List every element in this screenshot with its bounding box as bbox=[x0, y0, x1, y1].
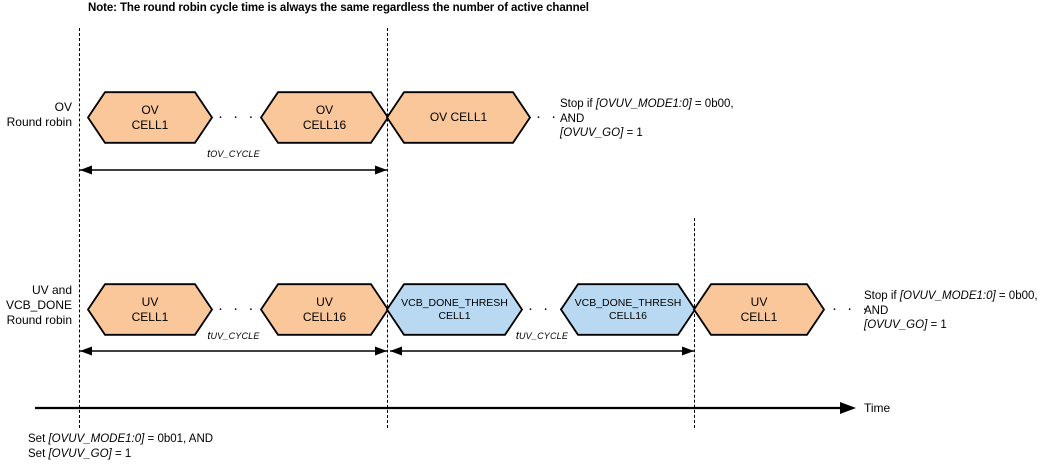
bottom-caption: Set [OVUV_MODE1:0] = 0b01, AND Set [OVUV… bbox=[28, 432, 213, 462]
hexagon-shape bbox=[692, 283, 826, 336]
uv-cycle-arrow-1 bbox=[80, 346, 387, 356]
bottom-caption-line-1: Set [OVUV_MODE1:0] = 0b01, AND bbox=[28, 433, 214, 445]
time-axis-arrow bbox=[35, 402, 856, 414]
uv-token-cell16[interactable]: UV CELL16 bbox=[259, 283, 390, 336]
ov-stop-annotation-line-2: AND bbox=[560, 112, 585, 125]
ov-row-label: OV Round robin bbox=[0, 100, 72, 130]
bottom-caption-reg-1: [OVUV_MODE1:0] bbox=[48, 433, 145, 445]
uv-cycle-label-2-prefix: t bbox=[515, 330, 519, 342]
hexagon-shape bbox=[385, 91, 532, 144]
guide-line-start bbox=[79, 28, 80, 428]
uv-row-label: UV and VCB_DONE Round robin bbox=[0, 283, 72, 328]
uv-token-next-cell1[interactable]: UV CELL1 bbox=[692, 283, 826, 336]
ov-token-next-cell1[interactable]: OV CELL1 bbox=[385, 91, 532, 144]
uv-annot-reg-1: [OVUV_MODE1:0] bbox=[899, 290, 996, 302]
note-text: Note: The round robin cycle time is alwa… bbox=[88, 2, 589, 14]
uv-cycle-label-2: tUV_CYCLE bbox=[389, 330, 695, 342]
guide-line-uv-cycle-end bbox=[694, 218, 695, 428]
ov-cycle-arrow bbox=[80, 165, 387, 175]
uv-cycle-measure-2 bbox=[389, 345, 695, 357]
uv-cycle-label-2-sub: UV_CYCLE bbox=[518, 331, 569, 341]
ov-annot-reg-1: [OVUV_MODE1:0] bbox=[595, 98, 692, 110]
ov-cycle-measure bbox=[79, 164, 388, 176]
ov-annot-reg-2: [OVUV_GO] bbox=[560, 127, 624, 139]
vcb-token-cell1[interactable]: VCB_DONE_THRESH CELL1 bbox=[385, 283, 524, 336]
ov-cycle-label: tOV_CYCLE bbox=[79, 148, 388, 160]
hexagon-shape bbox=[86, 91, 214, 144]
time-axis-label: Time bbox=[864, 401, 891, 415]
bottom-caption-reg-2: [OVUV_GO] bbox=[48, 448, 112, 460]
ov-stop-annotation-line-1: Stop if [OVUV_MODE1:0] = 0b00, bbox=[560, 98, 734, 110]
hexagon-shape bbox=[259, 283, 390, 336]
uv-stop-annotation-line-1: Stop if [OVUV_MODE1:0] = 0b00, bbox=[864, 290, 1038, 302]
bottom-caption-line-2: Set [OVUV_GO] = 1 bbox=[28, 448, 132, 460]
uv-cycle-label-1-prefix: t bbox=[207, 330, 211, 342]
uv-cycle-arrow-2 bbox=[390, 346, 694, 356]
guide-line-ov-cycle-end bbox=[387, 28, 388, 428]
ov-row-label-line-1: OV bbox=[54, 100, 72, 114]
ov-ellipsis-right: · · · bbox=[536, 108, 575, 125]
uv-ellipsis-1: · · · bbox=[218, 300, 257, 317]
uv-row-label-line-2: VCB_DONE bbox=[5, 298, 72, 312]
ov-ellipsis: · · · bbox=[218, 108, 257, 125]
ov-stop-annotation: Stop if [OVUV_MODE1:0] = 0b00, AND [OVUV… bbox=[560, 97, 734, 141]
ov-token-cell16[interactable]: OV CELL16 bbox=[259, 91, 390, 144]
hexagon-shape bbox=[559, 283, 697, 336]
uv-stop-annotation-line-2: AND bbox=[864, 304, 889, 317]
uv-annot-reg-2: [OVUV_GO] bbox=[864, 319, 928, 331]
uv-stop-annotation: Stop if [OVUV_MODE1:0] = 0b00, AND [OVUV… bbox=[864, 289, 1038, 333]
uv-cycle-label-1: tUV_CYCLE bbox=[79, 330, 388, 342]
ov-cycle-label-sub: OV_CYCLE bbox=[210, 149, 260, 159]
ov-cycle-label-prefix: t bbox=[207, 148, 211, 160]
ov-row-label-line-2: Round robin bbox=[6, 115, 72, 129]
uv-row-label-line-1: UV and bbox=[31, 283, 72, 297]
time-axis bbox=[35, 401, 857, 415]
uv-stop-annotation-line-3: [OVUV_GO] = 1 bbox=[864, 319, 947, 331]
uv-token-cell1[interactable]: UV CELL1 bbox=[86, 283, 214, 336]
vcb-token-cell16[interactable]: VCB_DONE_THRESH CELL16 bbox=[559, 283, 697, 336]
uv-cycle-label-1-sub: UV_CYCLE bbox=[210, 331, 260, 341]
ov-token-cell1[interactable]: OV CELL1 bbox=[86, 91, 214, 144]
uv-ellipsis-right: · · · bbox=[832, 300, 871, 317]
uv-row-label-line-3: Round robin bbox=[6, 313, 72, 327]
uv-ellipsis-2: · · · bbox=[528, 300, 567, 317]
hexagon-shape bbox=[259, 91, 390, 144]
hexagon-shape bbox=[385, 283, 524, 336]
hexagon-shape bbox=[86, 283, 214, 336]
uv-cycle-measure-1 bbox=[79, 345, 388, 357]
ov-stop-annotation-line-3: [OVUV_GO] = 1 bbox=[560, 127, 643, 139]
